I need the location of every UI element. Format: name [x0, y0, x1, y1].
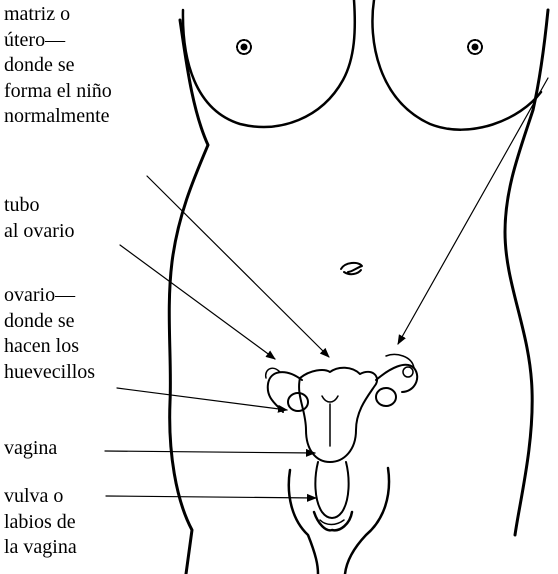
left-ovary	[288, 393, 308, 411]
ovary-pointer-line	[117, 388, 287, 410]
uterus-pointer-line	[147, 176, 329, 357]
uterus	[299, 368, 377, 462]
uterus-label: matriz o útero— donde se forma el niño n…	[4, 2, 112, 130]
right-breast-outline	[372, 0, 541, 130]
right-hip-line	[345, 468, 389, 574]
vulva	[314, 512, 352, 530]
tube-pointer-line	[120, 245, 275, 359]
left-breast-outline	[183, 0, 355, 127]
fallopian-tube-label: tubo al ovario	[4, 193, 75, 244]
vagina-pointer-line	[105, 451, 315, 453]
left-hip-line	[289, 470, 318, 574]
torso-left-outline	[169, 20, 208, 574]
right-ovary	[376, 388, 396, 406]
vulva-label: vulva o labios de la vagina	[4, 484, 77, 561]
vulva-pointer-line	[106, 496, 316, 498]
vagina	[315, 462, 348, 518]
ovary-label: ovario— donde se hacen los huevecillos	[4, 283, 95, 385]
vagina-label: vagina	[4, 436, 57, 462]
navel	[341, 263, 362, 274]
